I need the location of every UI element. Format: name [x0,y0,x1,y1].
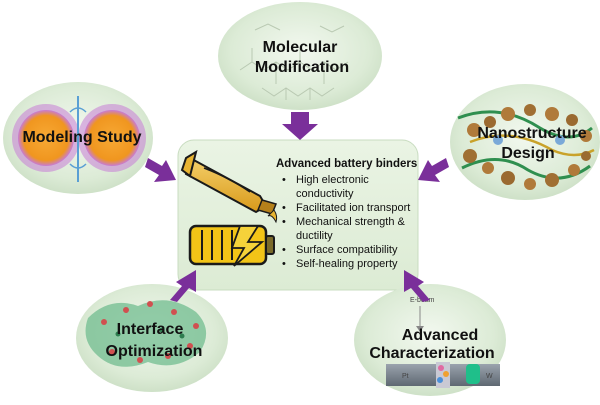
molecule-illustration [239,23,349,100]
glue-tube-icon [180,149,278,224]
node-label: Characterization [369,345,494,362]
node-label: Advanced [402,327,478,344]
node-label: Nanostructure [477,125,586,142]
center-panel: Advanced battery binders • High electron… [177,139,419,291]
bullet-marker: • [282,174,286,186]
bullet-text: Facilitated ion transport [296,202,410,214]
node-molecular-modification: Molecular Modification [218,2,382,110]
bullet-text: ductility [296,230,333,242]
arrow-from-top [282,112,318,140]
node-advanced-characterization: E-beam Pt W Advanced Characterization [354,284,506,396]
bullet-text: conductivity [296,188,354,200]
bullet-text: Mechanical strength & [296,216,405,228]
arrow-from-bottom-left [170,270,196,302]
simulation-illustration [12,96,146,182]
lightning-bolt-icon [230,225,265,267]
arrow-from-left [145,158,176,182]
center-title: Advanced battery binders [276,158,417,170]
bullet-marker: • [282,202,286,214]
bullet-marker: • [282,216,286,228]
w-label: W [486,373,493,380]
battery-icon [188,224,275,266]
node-label: Modeling Study [22,129,141,146]
pt-label: Pt [402,373,409,380]
bullet-text: High electronic [296,174,369,186]
node-label: Optimization [106,343,203,360]
bullet-text: Self-healing property [296,258,398,270]
nanostructure-illustration [457,104,595,190]
node-label: Design [501,145,554,162]
bullet-marker: • [282,258,286,270]
node-modeling-study: Modeling Study [3,82,153,194]
interface-illustration [85,300,207,367]
node-interface-optimization: Interface Optimization [76,284,228,392]
bullet-marker: • [282,244,286,256]
node-nanostructure-design: Nanostructure Design [450,84,600,200]
arrow-from-bottom-right [404,270,430,302]
characterization-illustration: E-beam Pt W [386,297,500,388]
node-label: Modification [255,59,349,76]
node-label: Interface [117,321,184,338]
bullet-text: Surface compatibility [296,244,398,256]
arrow-from-right [418,158,449,182]
node-label: Molecular [263,39,338,56]
center-bullet-list: • High electronic conductivity • Facilit… [282,174,410,270]
